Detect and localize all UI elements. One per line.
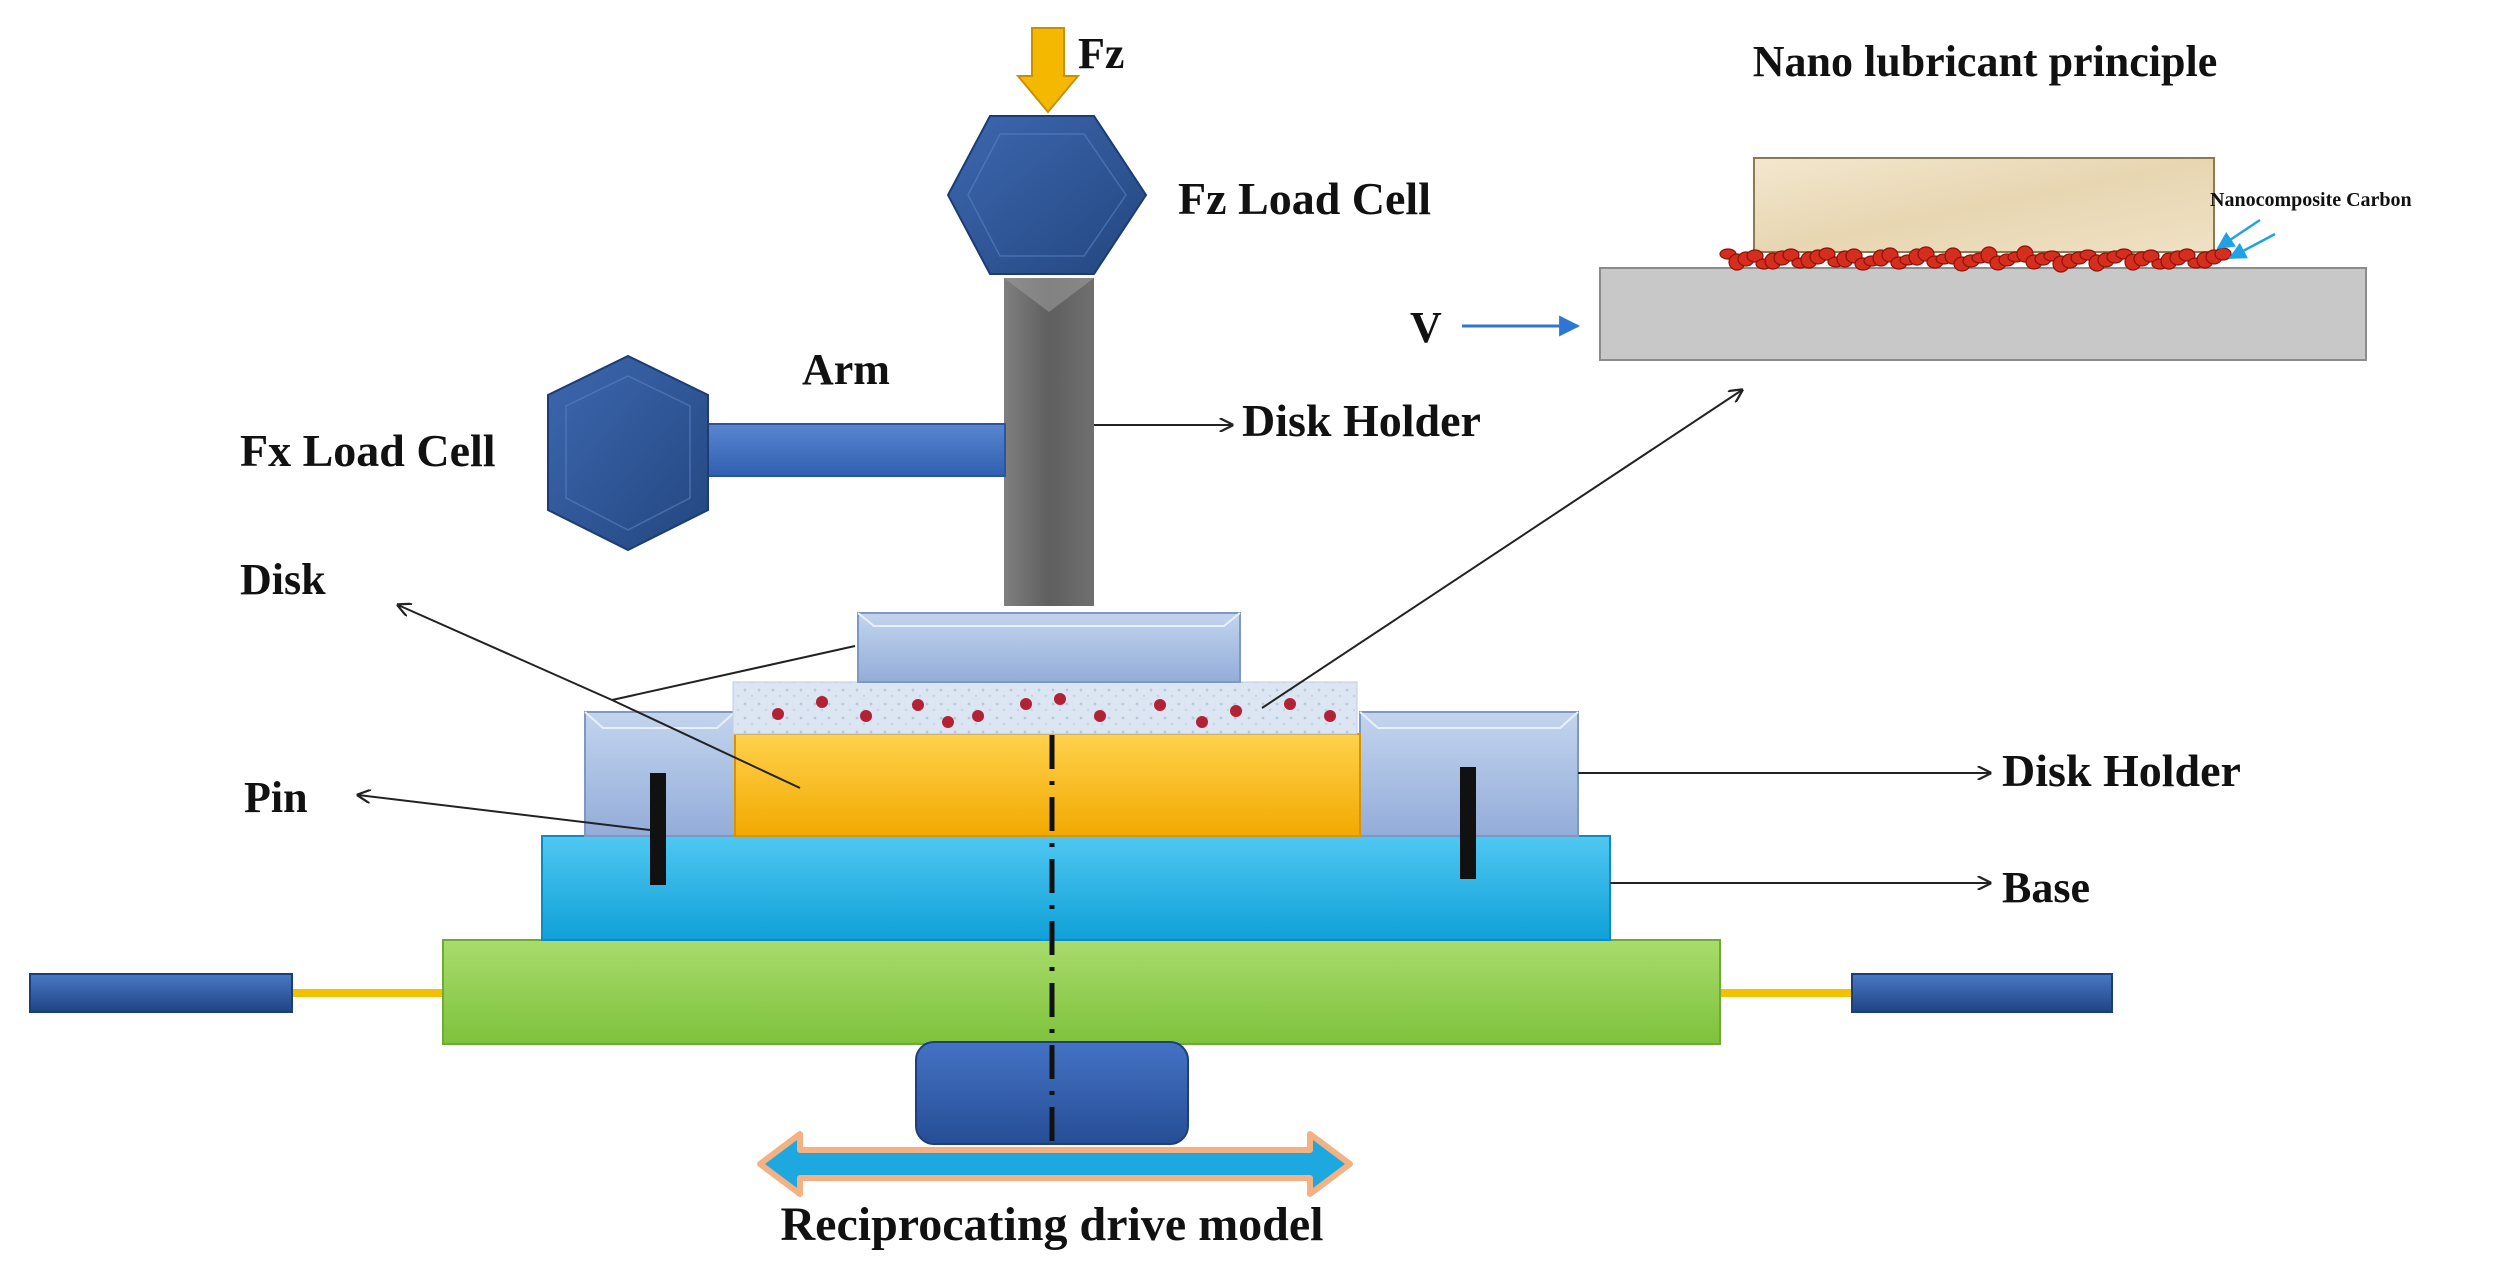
pin-right <box>1460 767 1476 879</box>
label-fx-load-cell: Fx Load Cell <box>240 425 496 476</box>
nano-particle <box>942 716 954 728</box>
inset-panel <box>1462 157 2367 361</box>
inset-plate <box>1599 267 2367 361</box>
disk-holder-top-block <box>857 612 1241 683</box>
right-rail <box>1851 973 2113 1013</box>
carbon-particle <box>1746 249 1764 263</box>
inset-block <box>1753 157 2215 253</box>
label-disk-holder-top: Disk Holder <box>1242 395 1481 446</box>
nano-particle <box>1154 699 1166 711</box>
nano-particle <box>1230 705 1242 717</box>
reciprocating-arrow <box>757 1131 1353 1197</box>
platform <box>442 939 1721 1045</box>
fz-arrow <box>1015 27 1081 114</box>
nano-particle <box>1054 693 1066 705</box>
lubricant-film <box>732 681 1358 735</box>
leader-disk-2 <box>611 699 801 789</box>
leader-pin <box>358 795 651 831</box>
inset-title: Nano lubricant principle <box>1753 37 2218 86</box>
nano-particles <box>772 693 1336 728</box>
leader-disk-3 <box>611 645 856 701</box>
nanocomposite-carbon-layer <box>1719 245 2232 273</box>
inset-velocity-label: V <box>1410 303 1442 352</box>
label-fz-load-cell: Fz Load Cell <box>1178 173 1431 224</box>
pin-left <box>650 773 666 885</box>
nano-particle <box>912 699 924 711</box>
fx-load-cell <box>547 354 709 552</box>
nano-particle <box>1094 710 1106 722</box>
label-disk: Disk <box>240 555 326 604</box>
nano-particle <box>1020 698 1032 710</box>
label-base: Base <box>2002 863 2090 912</box>
nano-particle <box>816 696 828 708</box>
left-rail <box>29 973 293 1013</box>
carbon-particle <box>2178 248 2196 262</box>
carbon-particle <box>1818 247 1836 261</box>
leader-inset <box>1261 390 1742 709</box>
label-disk-holder-right: Disk Holder <box>2002 745 2241 796</box>
carbon-particle <box>1782 248 1800 262</box>
arm <box>699 423 1006 477</box>
label-pin: Pin <box>244 773 308 822</box>
carbon-particle <box>2142 249 2160 263</box>
nano-particle <box>1324 710 1336 722</box>
nano-particle <box>772 708 784 720</box>
nano-particle <box>1196 716 1208 728</box>
carbon-pointer-2 <box>2228 232 2276 260</box>
label-reciprocating-drive: Reciprocating drive model <box>780 1198 1323 1251</box>
label-arm: Arm <box>802 345 890 394</box>
disk <box>734 733 1361 837</box>
inset-nanocomposite-label: Nanocomposite Carbon <box>2210 189 2412 211</box>
disk-holder-column <box>1004 278 1094 606</box>
fz-load-cell <box>946 115 1148 275</box>
label-fz: Fz <box>1078 29 1124 78</box>
nano-particle <box>972 710 984 722</box>
base <box>541 835 1611 941</box>
carbon-particle <box>2214 247 2232 261</box>
nano-particle <box>1284 698 1296 710</box>
carbon-pointer-1 <box>2216 218 2261 250</box>
nano-particle <box>860 710 872 722</box>
leader-disk-1 <box>398 605 613 701</box>
